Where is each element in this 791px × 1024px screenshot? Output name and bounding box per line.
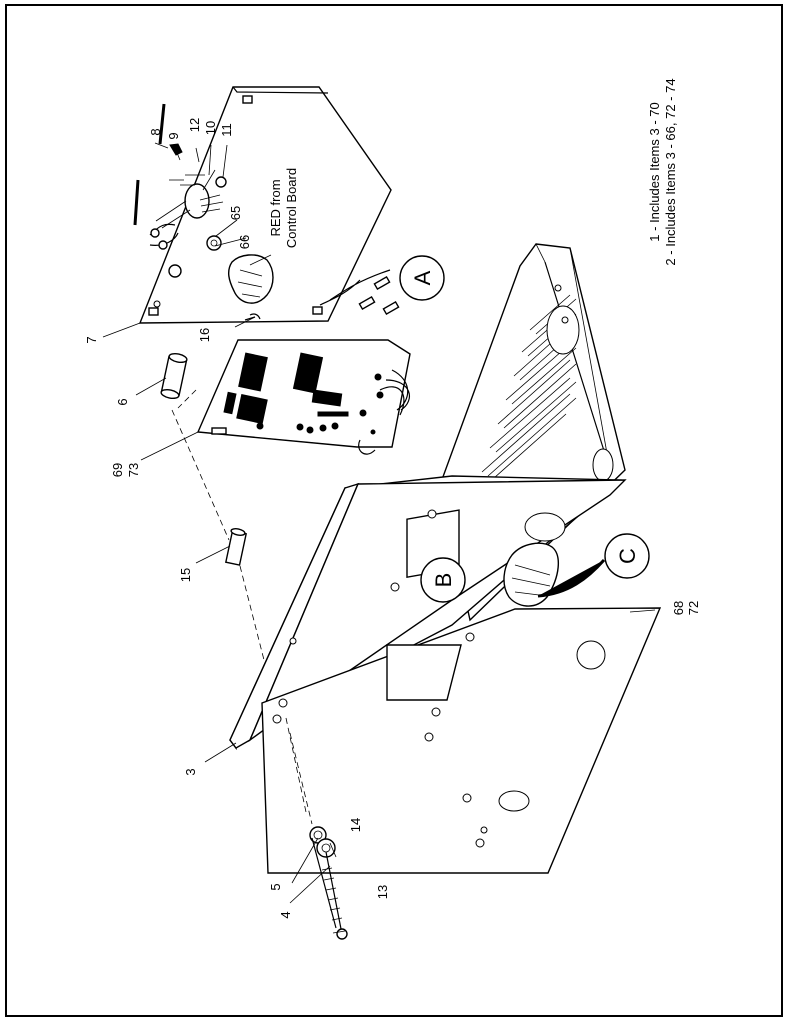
- alignment-line-2: [285, 717, 313, 825]
- label-15: 15: [178, 568, 193, 582]
- label-69: 69: [110, 463, 125, 477]
- control-board: [196, 339, 411, 455]
- label-4: 4: [278, 911, 293, 918]
- page-border: [5, 4, 783, 1017]
- capacitor: [160, 352, 188, 400]
- callout-b-text: B: [431, 573, 456, 588]
- note-2: 2 - Includes Items 3 - 66, 72 - 74: [663, 78, 678, 265]
- label-13: 13: [375, 885, 390, 899]
- callout-c-text: C: [615, 548, 640, 564]
- alignment-line-1: [171, 389, 265, 661]
- red-wire-label-line2: Control Board: [284, 168, 299, 248]
- label-8: 8: [148, 128, 163, 135]
- mounting-plate: [133, 86, 400, 324]
- callout-b: B: [420, 557, 466, 603]
- callout-c: C: [604, 533, 650, 579]
- label-10: 10: [203, 121, 218, 135]
- label-6: 6: [115, 398, 130, 405]
- red-wire-label-line1: RED from: [268, 179, 283, 236]
- part-labels: 3 4 5 6 7 8 9 12 10 11 13 14 15 16 65 66…: [84, 118, 701, 919]
- label-66: 66: [237, 235, 252, 249]
- label-9: 9: [166, 132, 181, 139]
- label-68: 68: [671, 601, 686, 615]
- label-73: 73: [126, 463, 141, 477]
- callout-a-text: A: [410, 270, 435, 285]
- label-11: 11: [219, 123, 234, 137]
- label-72: 72: [686, 601, 701, 615]
- label-16: 16: [197, 328, 212, 342]
- note-1: 1 - Includes Items 3 - 70: [647, 102, 662, 241]
- front-cover: [261, 607, 662, 874]
- label-65: 65: [228, 206, 243, 220]
- label-5: 5: [268, 883, 283, 890]
- label-12: 12: [187, 118, 202, 132]
- callout-a: A: [399, 255, 445, 301]
- label-7: 7: [84, 336, 99, 343]
- notes: 1 - Includes Items 3 - 70 2 - Includes I…: [647, 78, 678, 265]
- leader-lines: [102, 142, 656, 934]
- label-14: 14: [348, 818, 363, 832]
- label-3: 3: [183, 768, 198, 775]
